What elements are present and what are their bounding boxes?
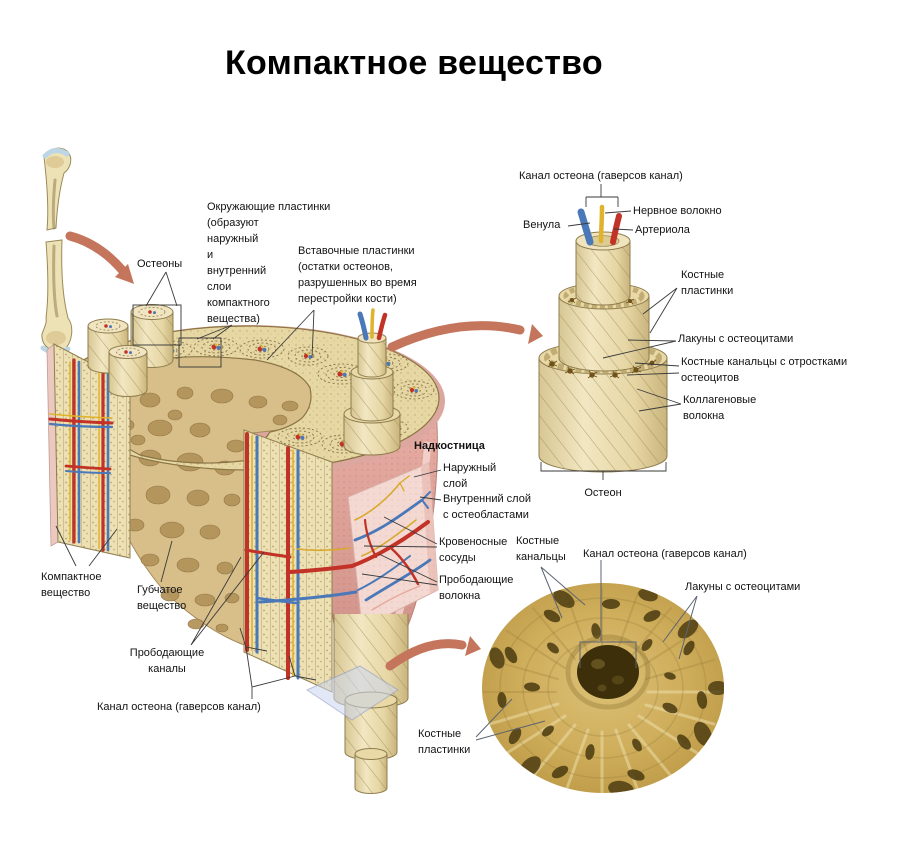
label-inner-layer: Внутренний слой с остеобластами (443, 493, 531, 521)
osteocyte-lacunae (547, 297, 657, 379)
label-spongy-substance: Губчатое вещество (137, 584, 187, 612)
perforating-canal-vessels (258, 547, 358, 604)
label-compact-substance: Компактное вещество (41, 571, 102, 599)
label-perforating-canals: Прободающие каналы (129, 647, 205, 675)
arrow-bone-to-block-icon (65, 231, 134, 284)
page-title: Компактное вещество (225, 44, 603, 82)
label-surrounding-plates: Окружающие пластинки (образуют наружный … (207, 201, 331, 325)
label-lacunae-micro: Лакуны с остеоцитами (685, 581, 801, 593)
long-bone-illustration (40, 147, 73, 356)
periosteum-flap (347, 462, 439, 629)
micrograph-illustration (482, 583, 724, 793)
label-osteon-canal-top: Канал остеона (гаверсов канал) (519, 170, 683, 182)
micrograph-central-canal (577, 645, 639, 699)
label-arteriole: Артериола (635, 224, 690, 236)
osteon-canal-vessels (577, 204, 622, 246)
label-bone-canaliculi-bottom: Костные канальцы (516, 535, 566, 563)
left-wall-vessels (48, 358, 114, 552)
micrograph-lacunae-spots (497, 599, 708, 781)
label-collagen-fibers: Коллагеновые волокна (683, 394, 757, 422)
middle-cut-wall (243, 429, 333, 693)
label-perforating-fibers: Прободающие волокна (439, 574, 514, 602)
osteon-detail-illustration (538, 204, 668, 473)
middle-wall-vessels (244, 432, 300, 680)
label-osteon-canal-left: Канал остеона (гаверсов канал) (97, 701, 261, 713)
protruding-osteon-cylinders (87, 304, 174, 397)
glass-slide (305, 665, 399, 721)
micrograph-radial-texture (483, 587, 722, 793)
raised-telescoping-osteon (343, 308, 401, 456)
micrograph-rim-blotches (489, 588, 724, 793)
label-bone-plates-micro: Костные пластинки (418, 728, 471, 756)
label-lacunae-right: Лакуны с остеоцитами (678, 333, 794, 345)
flap-vessels (350, 475, 432, 611)
label-canaliculi-right: Костные канальцы с отростками остеоцитов (681, 356, 848, 384)
label-blood-vessels: Кровеносные сосуды (439, 536, 508, 564)
label-osteon-canal-micro: Канал остеона (гаверсов канал) (583, 548, 747, 560)
bone-block-illustration (46, 304, 445, 794)
label-bone-plates-right: Костные пластинки (681, 269, 734, 297)
leader-lines (55, 184, 682, 699)
left-cut-wall (46, 343, 131, 559)
label-nerve-fiber: Нервное волокно (633, 205, 722, 217)
label-interstitial-plates: Вставочные пластинки (остатки остеонов, … (298, 245, 417, 305)
label-osteons: Остеоны (137, 258, 183, 270)
arrow-block-to-osteon-icon (387, 321, 543, 352)
label-osteon: Остеон (584, 487, 622, 499)
arrow-block-to-micrograph-icon (385, 636, 481, 671)
micrograph-leader-lines (475, 560, 698, 741)
label-periosteum: Надкостница (414, 440, 485, 452)
label-venule: Венула (523, 219, 561, 231)
label-outer-layer: Наружный слой (443, 462, 497, 490)
